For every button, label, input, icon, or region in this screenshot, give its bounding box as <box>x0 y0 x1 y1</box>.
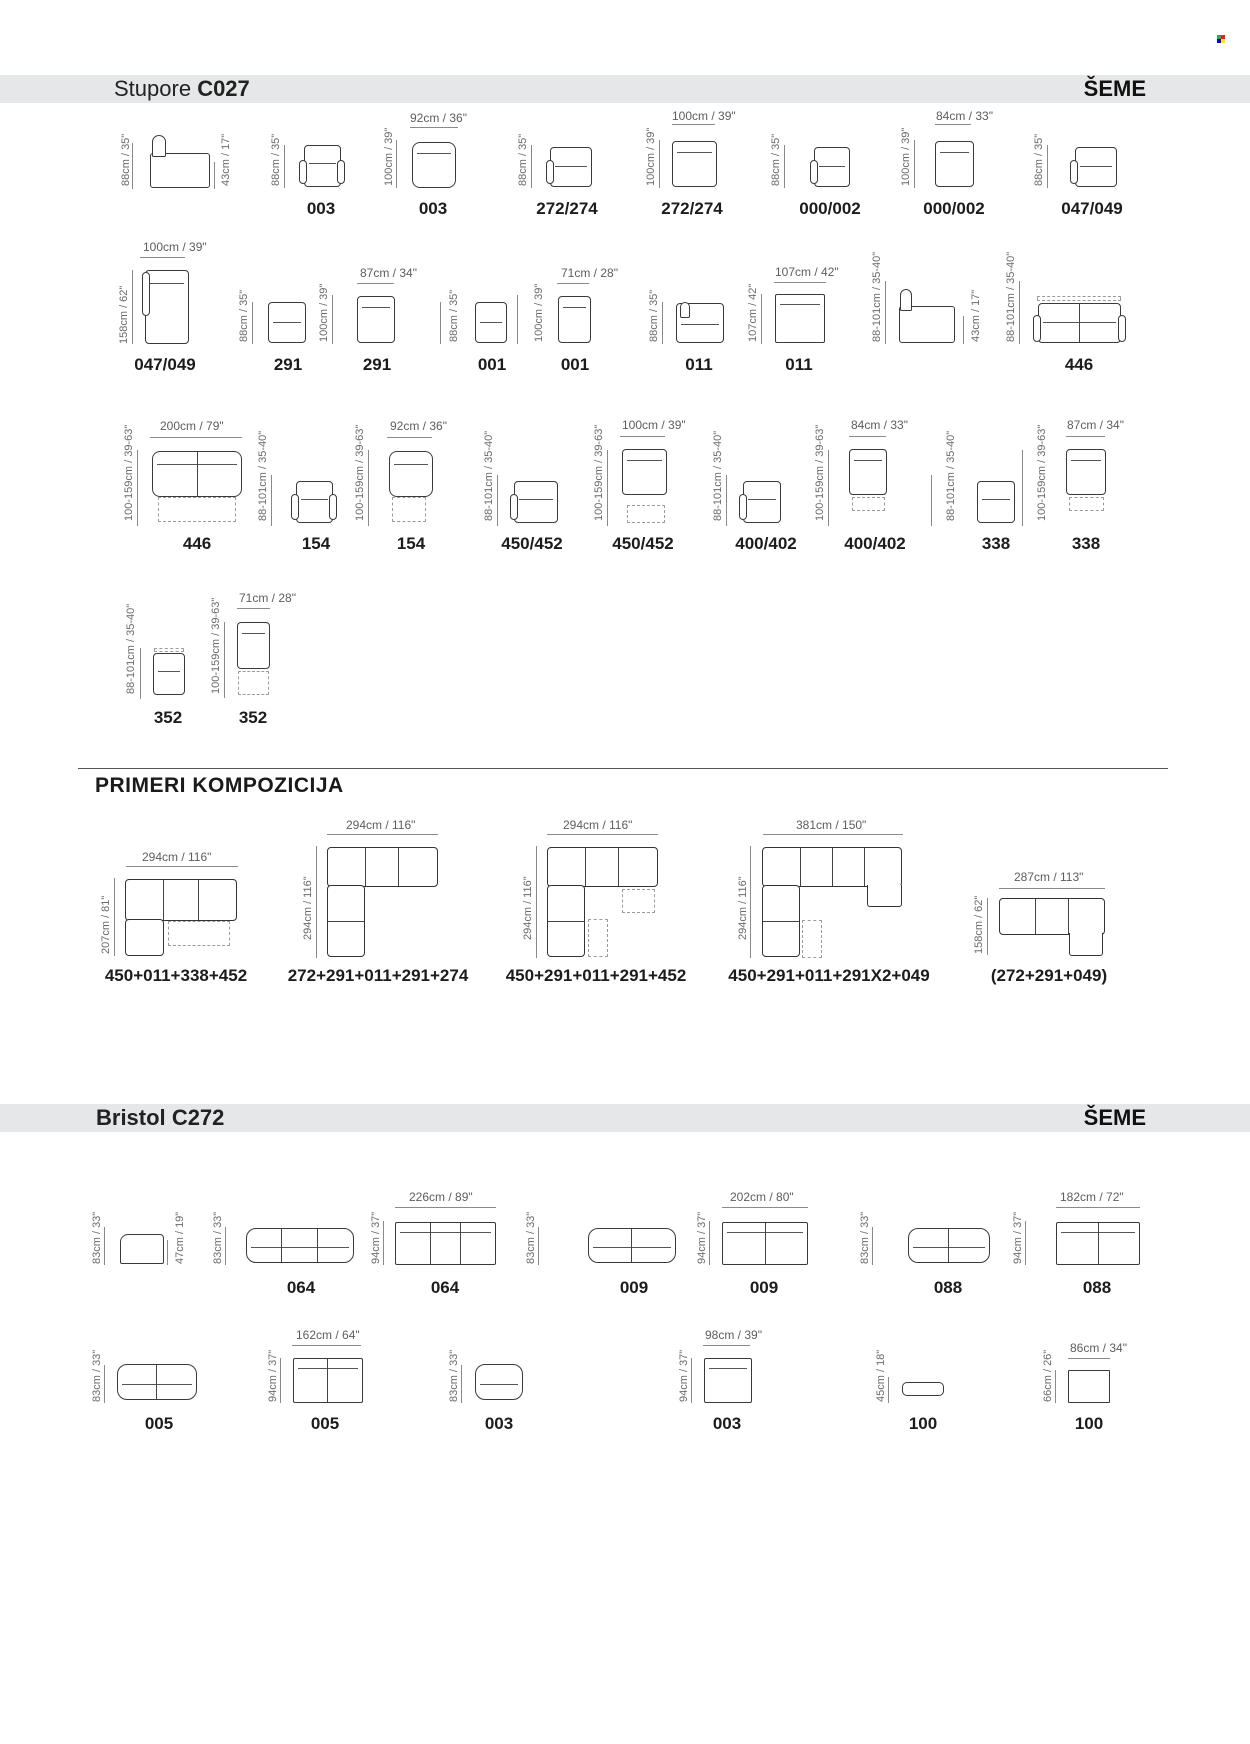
bristol-seme-label: ŠEME <box>1083 1105 1146 1130</box>
compositions-title: PRIMERI KOMPOZICIJA <box>95 774 344 797</box>
color-squares-icon <box>1217 35 1225 43</box>
stupore-title: Stupore C027 <box>114 76 250 101</box>
section-divider <box>78 768 1168 769</box>
stupore-seme-label: ŠEME <box>1083 76 1146 101</box>
bristol-header-band: Bristol C272 ŠEME <box>0 1104 1250 1132</box>
bristol-title: Bristol C272 <box>96 1105 225 1130</box>
stupore-header-band: Stupore C027 ŠEME <box>0 75 1250 103</box>
